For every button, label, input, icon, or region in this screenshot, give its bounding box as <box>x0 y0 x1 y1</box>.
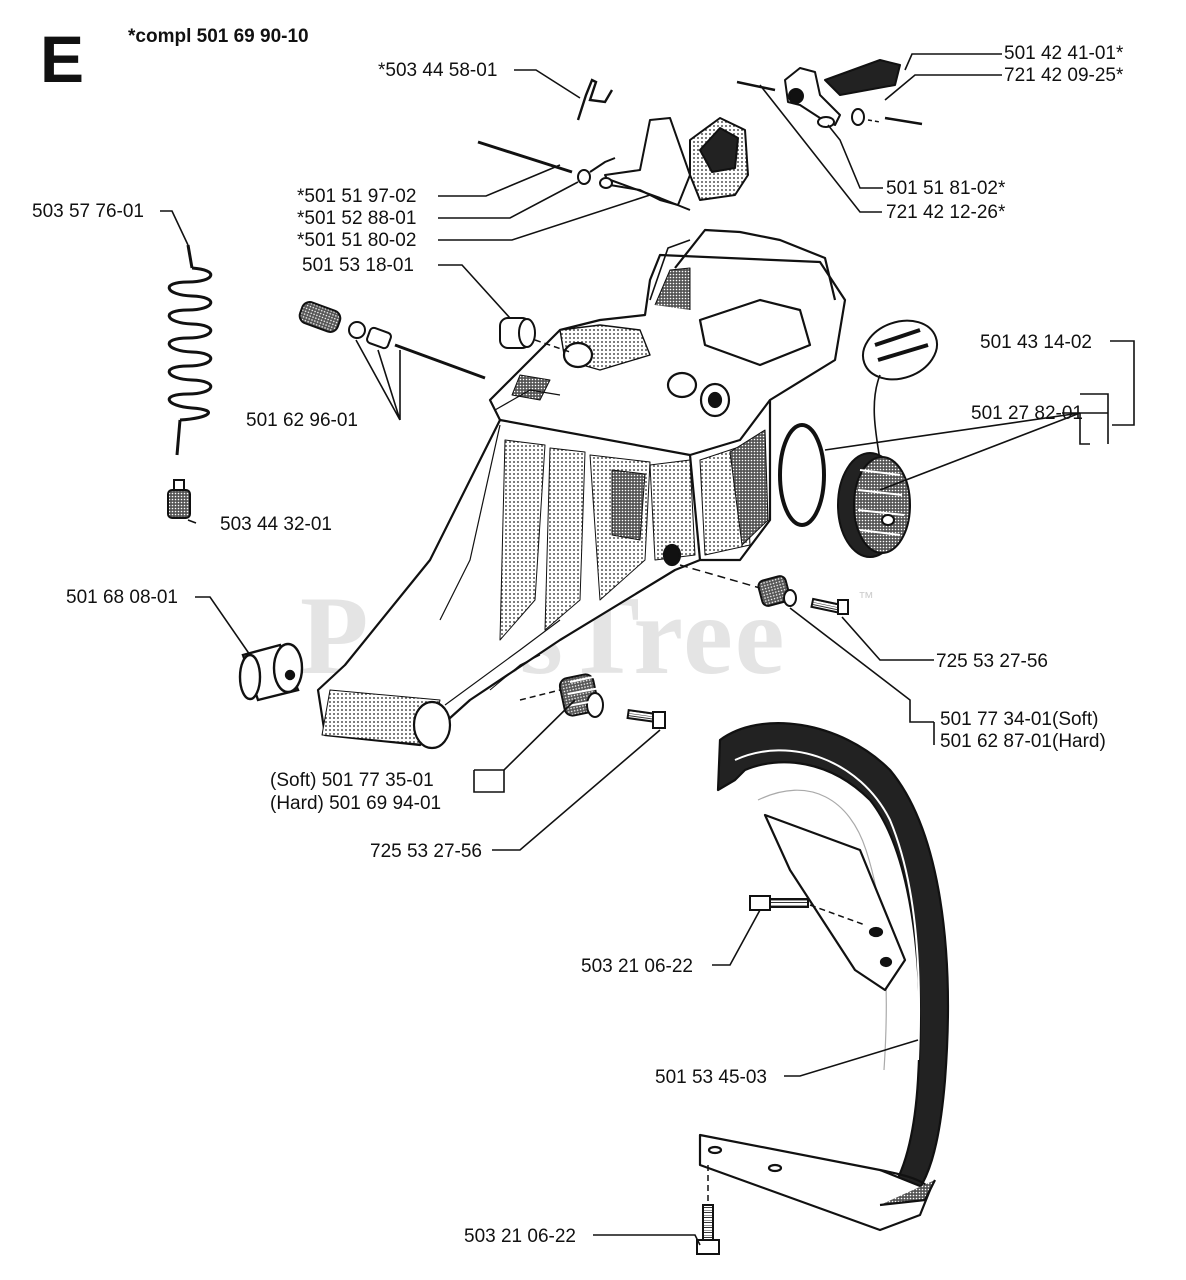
rubber-buffer-top <box>499 317 536 349</box>
part-label[interactable]: 501 62 96-01 <box>246 410 358 431</box>
part-label[interactable]: 501 68 08-01 <box>66 587 178 608</box>
watermark-trademark: ™ <box>858 590 874 607</box>
handle-bolt-lower <box>696 1204 720 1255</box>
throttle-lock-spring <box>576 78 614 121</box>
bushing-set <box>298 301 486 380</box>
rubber-mount-rear <box>757 575 797 607</box>
part-label[interactable]: 503 57 76-01 <box>32 201 144 222</box>
part-label[interactable]: 501 77 34-01(Soft) <box>940 709 1099 730</box>
screw-front <box>626 708 666 729</box>
part-label[interactable]: 725 53 27-56 <box>370 841 482 862</box>
part-label[interactable]: 725 53 27-56 <box>936 651 1048 672</box>
front-handle <box>698 722 949 1232</box>
part-label[interactable]: 501 42 41-01* <box>1004 43 1124 64</box>
part-label[interactable]: 501 43 14-02 <box>980 332 1092 353</box>
tank-cap <box>837 452 911 558</box>
lockout-washer <box>851 108 865 126</box>
part-label[interactable]: *501 52 88-01 <box>297 208 417 229</box>
cylinder-buffer <box>238 642 304 702</box>
part-label[interactable]: 501 53 18-01 <box>302 255 414 276</box>
oil-cap <box>862 319 938 461</box>
handle-bolt-upper <box>749 895 809 911</box>
section-letter: E <box>40 22 85 96</box>
part-label[interactable]: 501 51 81-02* <box>886 178 1006 199</box>
part-label[interactable]: 501 62 87-01(Hard) <box>940 731 1106 752</box>
throttle-trigger <box>599 117 749 211</box>
o-ring <box>778 423 826 527</box>
part-label[interactable]: *501 51 97-02 <box>297 186 417 207</box>
throttle-lockout <box>784 59 901 128</box>
tank-housing <box>316 228 847 750</box>
part-label[interactable]: 501 53 45-03 <box>655 1067 767 1088</box>
part-label[interactable]: *501 51 80-02 <box>297 230 417 251</box>
part-label[interactable]: (Hard) 501 69 94-01 <box>270 793 442 814</box>
screw-rear <box>810 597 849 615</box>
trigger-pin <box>477 140 573 174</box>
part-label[interactable]: 503 21 06-22 <box>581 956 693 977</box>
leader-lines <box>160 53 1135 1246</box>
part-label[interactable]: 501 27 82-01 <box>971 403 1083 424</box>
part-label[interactable]: 721 42 12-26* <box>886 202 1006 223</box>
lockout-pin-short <box>736 80 776 92</box>
complete-assembly-note: *compl 501 69 90-10 <box>128 26 309 47</box>
part-label[interactable]: (Soft) 501 77 35-01 <box>270 770 434 791</box>
fuel-hose-coil <box>167 244 213 456</box>
lockout-pin-long <box>884 116 923 126</box>
part-label[interactable]: 503 21 06-22 <box>464 1226 576 1247</box>
fuel-filter <box>167 479 191 519</box>
part-label[interactable]: 721 42 09-25* <box>1004 65 1124 86</box>
part-label[interactable]: *503 44 58-01 <box>378 60 498 81</box>
part-label[interactable]: 503 44 32-01 <box>220 514 332 535</box>
trigger-spring <box>577 157 616 185</box>
